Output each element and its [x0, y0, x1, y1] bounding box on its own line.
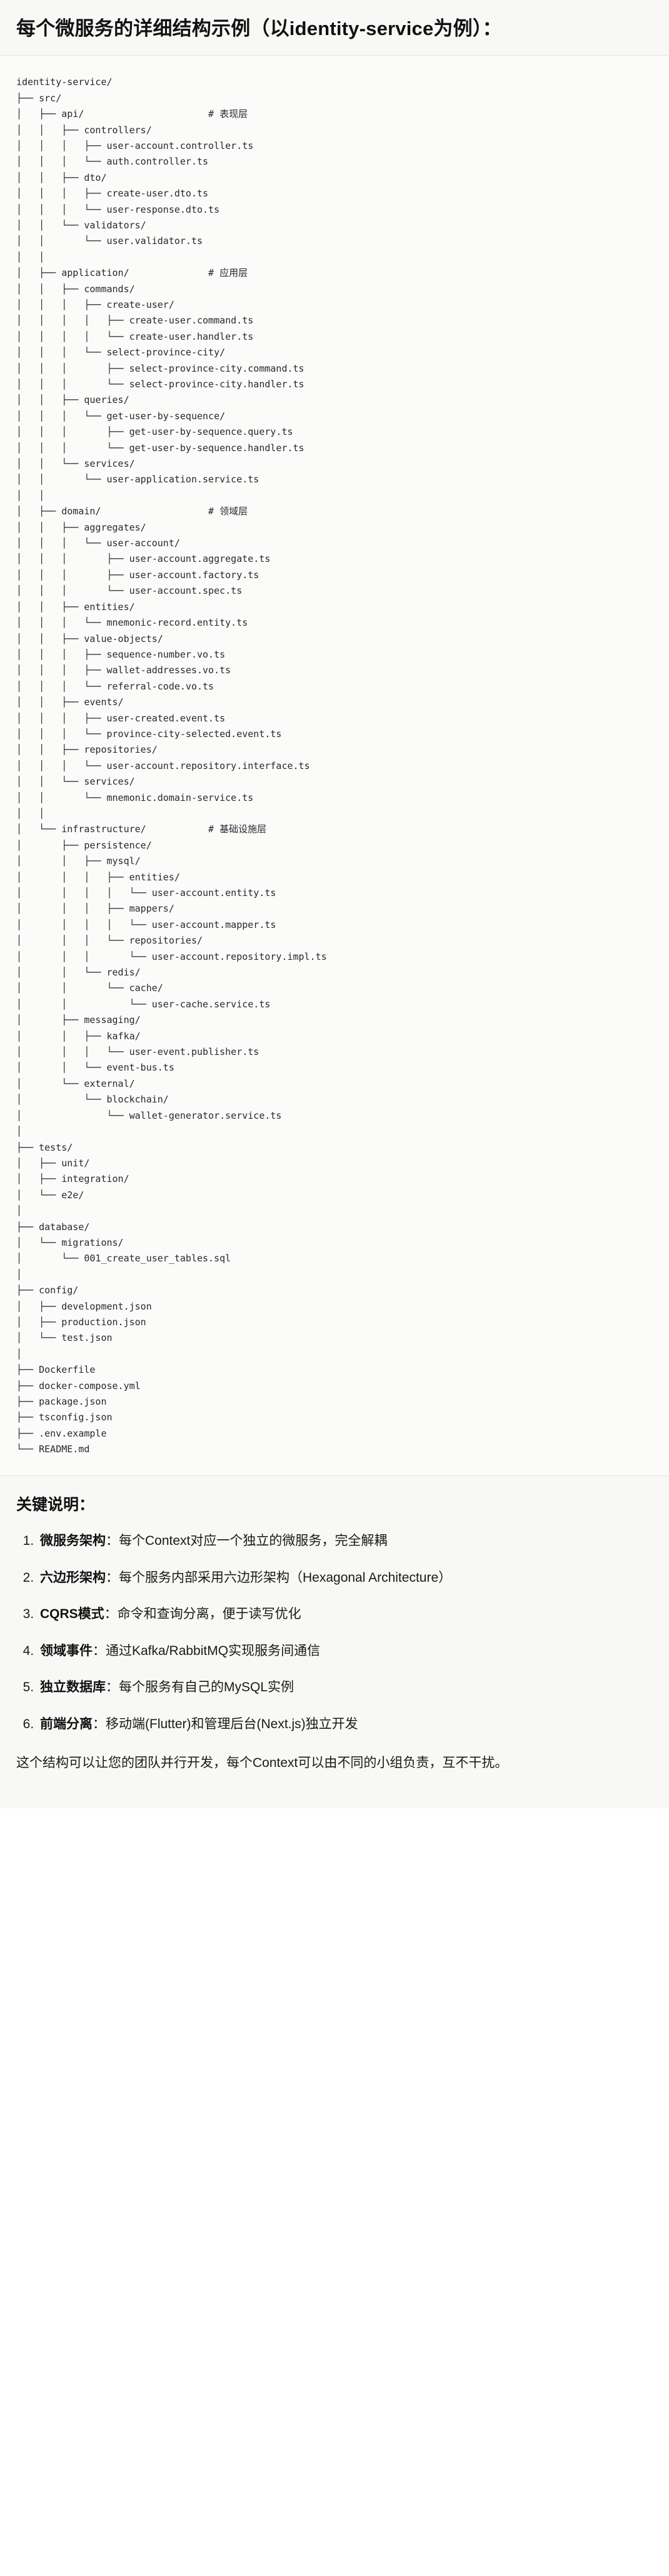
note-description: 命令和查询分离，便于读写优化	[117, 1607, 301, 1622]
page-title: 每个微服务的详细结构示例（以identity-service为例）：	[16, 18, 502, 39]
list-item: 前端分离：移动端(Flutter)和管理后台(Next.js)独立开发	[38, 1714, 653, 1735]
key-notes-title: 关键说明：	[16, 1495, 95, 1514]
note-separator: ：	[104, 1607, 118, 1622]
note-term: 微服务架构	[40, 1534, 106, 1549]
note-description: 每个服务内部采用六边形架构（Hexagonal Architecture）	[119, 1570, 452, 1585]
list-item: CQRS模式：命令和查询分离，便于读写优化	[38, 1604, 653, 1625]
key-notes-list: 微服务架构：每个Context对应一个独立的微服务，完全解耦 六边形架构：每个服…	[16, 1531, 653, 1734]
document-header: 每个微服务的详细结构示例（以identity-service为例）：	[0, 0, 669, 56]
list-item: 独立数据库：每个服务有自己的MySQL实例	[38, 1677, 653, 1698]
list-item: 六边形架构：每个服务内部采用六边形架构（Hexagonal Architectu…	[38, 1568, 653, 1589]
note-separator: ：	[106, 1534, 119, 1549]
note-separator: ：	[93, 1716, 106, 1731]
note-term: CQRS模式	[40, 1607, 104, 1622]
note-separator: ：	[106, 1570, 119, 1585]
note-term: 前端分离	[40, 1716, 93, 1731]
closing-paragraph: 这个结构可以让您的团队并行开发，每个Context可以由不同的小组负责，互不干扰…	[16, 1756, 508, 1771]
directory-tree-text: identity-service/ ├── src/ │ ├── api/ # …	[16, 76, 327, 1455]
note-description: 每个Context对应一个独立的微服务，完全解耦	[119, 1534, 388, 1549]
directory-tree-code-block: identity-service/ ├── src/ │ ├── api/ # …	[0, 56, 669, 1476]
note-term: 领域事件	[40, 1643, 93, 1658]
note-term: 独立数据库	[40, 1680, 106, 1695]
list-item: 微服务架构：每个Context对应一个独立的微服务，完全解耦	[38, 1531, 653, 1552]
note-separator: ：	[93, 1643, 106, 1658]
list-item: 领域事件：通过Kafka/RabbitMQ实现服务间通信	[38, 1641, 653, 1662]
note-description: 移动端(Flutter)和管理后台(Next.js)独立开发	[106, 1716, 358, 1731]
note-description: 通过Kafka/RabbitMQ实现服务间通信	[106, 1643, 321, 1658]
key-notes-section: 关键说明： 微服务架构：每个Context对应一个独立的微服务，完全解耦 六边形…	[0, 1475, 669, 1808]
note-separator: ：	[106, 1680, 119, 1695]
note-term: 六边形架构	[40, 1570, 106, 1585]
note-description: 每个服务有自己的MySQL实例	[119, 1680, 294, 1695]
